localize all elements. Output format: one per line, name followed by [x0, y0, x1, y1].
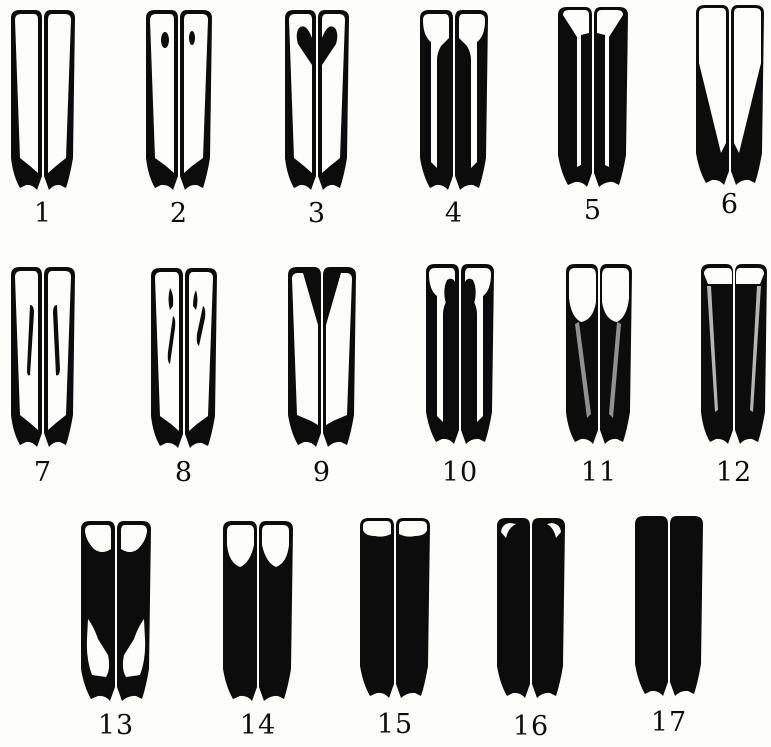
- figure-number: 14: [220, 710, 296, 741]
- feather-pair-drawing: [8, 265, 78, 450]
- figure-number: 3: [282, 198, 352, 229]
- figure-10: 10: [423, 262, 497, 492]
- figure-4: 4: [417, 8, 491, 238]
- figure-number: 10: [423, 457, 497, 488]
- figure-number: 9: [285, 457, 359, 488]
- figure-number: 13: [78, 710, 154, 741]
- feather-pair-drawing: [148, 266, 220, 451]
- feather-pair-drawing: [693, 3, 767, 188]
- figure-14: 14: [220, 519, 296, 747]
- figure-number: 11: [563, 457, 635, 488]
- figure-number: 15: [357, 709, 433, 740]
- figure-number: 5: [555, 195, 631, 226]
- feather-pair-drawing: [285, 265, 359, 450]
- feather-pair-drawing: [698, 262, 770, 447]
- feather-pair-drawing: [143, 8, 215, 193]
- figure-12: 12: [698, 262, 770, 492]
- figure-1: 1: [8, 8, 78, 238]
- feather-pair-drawing: [8, 8, 78, 193]
- figure-6: 6: [693, 3, 767, 233]
- figure-15: 15: [357, 516, 433, 744]
- feather-pair-drawing: [220, 519, 296, 704]
- figure-3: 3: [282, 8, 352, 238]
- feather-pair-drawing: [282, 8, 352, 193]
- figure-5: 5: [555, 5, 631, 235]
- figure-number: 8: [148, 457, 220, 488]
- feather-pair-drawing: [357, 516, 433, 701]
- feather-pair-drawing: [494, 516, 568, 701]
- figure-13: 13: [78, 519, 154, 747]
- feather-pair-drawing: [555, 5, 631, 190]
- figure-number: 16: [494, 711, 568, 742]
- figure-number: 12: [698, 457, 770, 488]
- feather-pair-drawing: [423, 262, 497, 447]
- figure-17: 17: [632, 514, 706, 742]
- figure-number: 17: [632, 707, 706, 738]
- feather-pair-drawing: [78, 519, 154, 704]
- figure-number: 1: [8, 198, 78, 229]
- feather-pair-drawing: [632, 514, 706, 699]
- feather-pair-drawing: [417, 8, 491, 193]
- figure-number: 7: [8, 457, 78, 488]
- figure-9: 9: [285, 265, 359, 495]
- figure-8: 8: [148, 266, 220, 496]
- figure-number: 2: [143, 198, 215, 229]
- feather-pair-drawing: [563, 262, 635, 447]
- figure-7: 7: [8, 265, 78, 495]
- figure-11: 11: [563, 262, 635, 492]
- figure-number: 4: [417, 198, 491, 229]
- figure-16: 16: [494, 516, 568, 744]
- figure-2: 2: [143, 8, 215, 238]
- figure-number: 6: [693, 189, 767, 220]
